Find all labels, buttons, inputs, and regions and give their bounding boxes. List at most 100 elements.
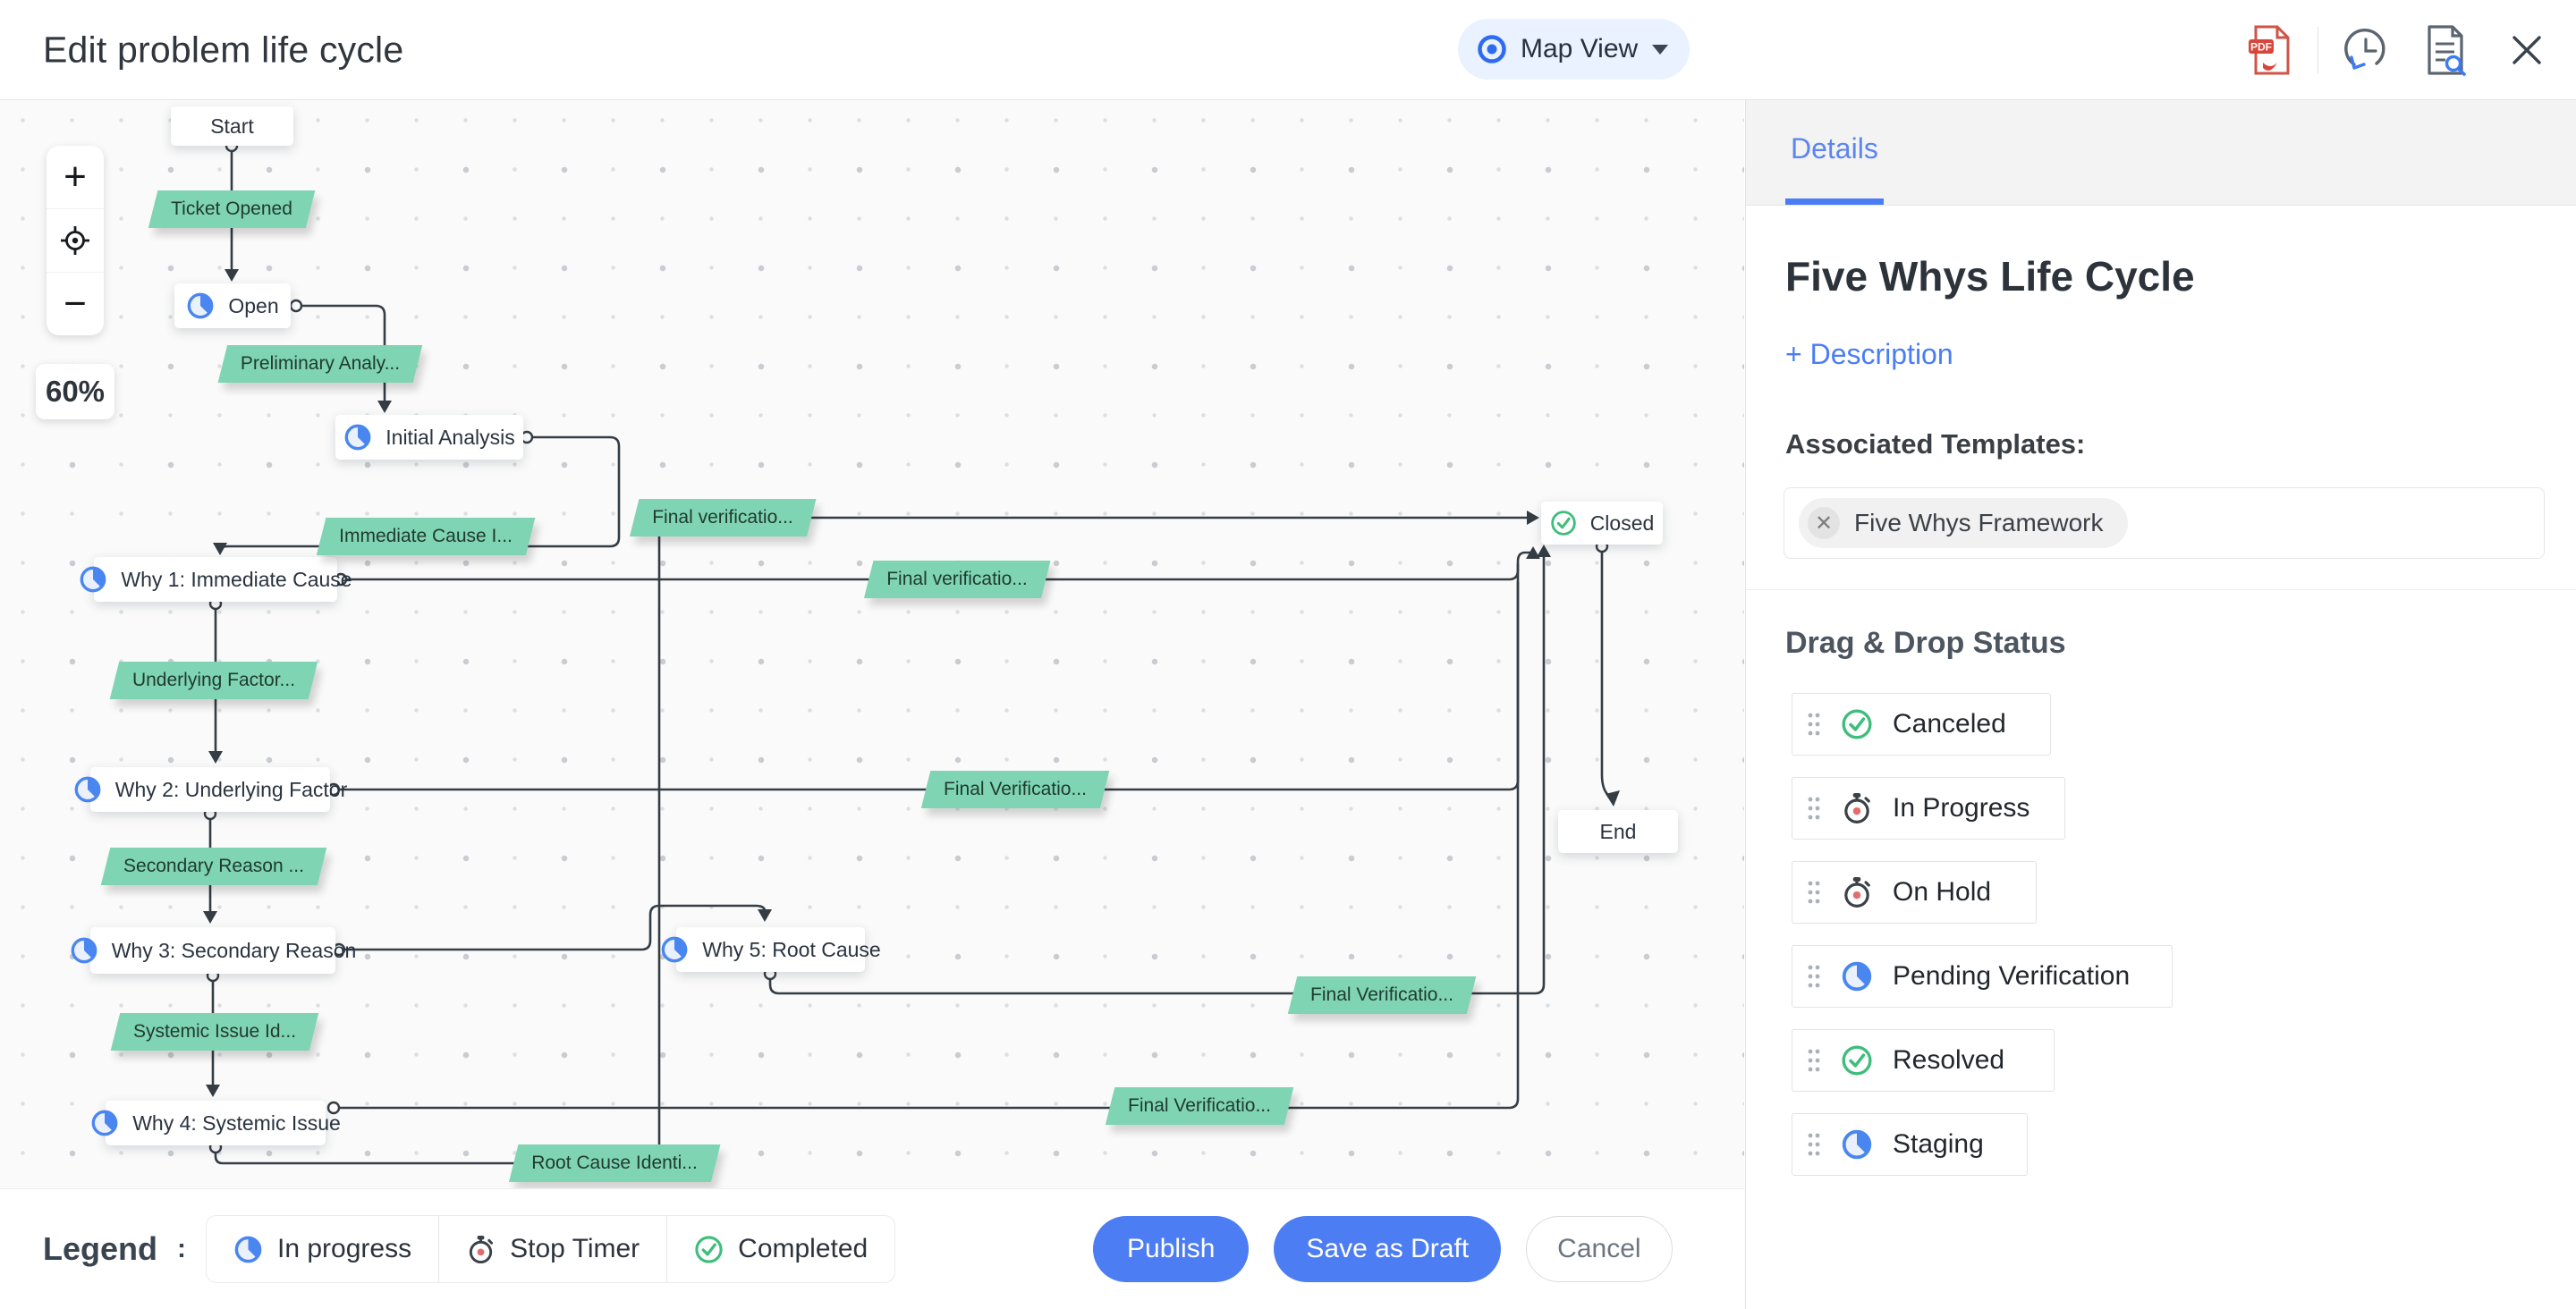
transition-secondary-reason[interactable]: Secondary Reason ... [100, 848, 327, 885]
drag-handle-icon[interactable] [1807, 963, 1821, 990]
cancel-button[interactable]: Cancel [1526, 1216, 1673, 1282]
publish-button[interactable]: Publish [1093, 1216, 1250, 1282]
drag-handle-icon[interactable] [1807, 1131, 1821, 1158]
node-why5[interactable]: Why 5: Root Cause [676, 927, 881, 972]
in-progress-pie-icon [79, 565, 107, 594]
drag-handle-icon[interactable] [1807, 795, 1821, 822]
template-chip-label: Five Whys Framework [1854, 509, 2104, 536]
stop-timer-icon [1841, 876, 1873, 908]
transition-preliminary-analysis[interactable]: Preliminary Analy... [217, 345, 423, 383]
header-actions: PDF [2230, 0, 2576, 99]
drag-handle-icon[interactable] [1807, 711, 1821, 738]
node-end[interactable]: End [1558, 810, 1678, 853]
drag-drop-status-title: Drag & Drop Status [1785, 626, 2066, 660]
legend-title: Legend [43, 1230, 158, 1267]
document-search-icon [2428, 24, 2466, 76]
zoom-level-badge: 60% [36, 364, 114, 419]
svg-text:PDF: PDF [2250, 40, 2272, 53]
status-label: Staging [1893, 1129, 1984, 1159]
transition-final-verification-4[interactable]: Final Verificatio... [1287, 976, 1477, 1014]
zoom-controls: + − [47, 146, 104, 335]
legend-item-completed: Completed [666, 1216, 894, 1282]
legend: In progress Stop Timer Completed [206, 1215, 896, 1283]
drag-handle-icon[interactable] [1807, 1047, 1821, 1074]
in-progress-pie-icon [1841, 1128, 1873, 1161]
status-item-pending-verification[interactable]: Pending Verification [1792, 945, 2173, 1008]
life-cycle-title: Five Whys Life Cycle [1785, 253, 2195, 300]
drag-handle-icon[interactable] [1807, 879, 1821, 906]
status-item-canceled[interactable]: Canceled [1792, 693, 2051, 756]
transition-underlying-factor[interactable]: Underlying Factor... [109, 662, 318, 699]
status-label: Pending Verification [1893, 961, 2131, 991]
legend-colon: : [177, 1234, 187, 1263]
zoom-in-button[interactable]: + [64, 155, 87, 198]
transition-systemic-issue[interactable]: Systemic Issue Id... [110, 1013, 319, 1051]
save-as-draft-button[interactable]: Save as Draft [1274, 1216, 1502, 1282]
fit-to-screen-button[interactable] [47, 208, 104, 272]
export-pdf-button[interactable]: PDF [2246, 23, 2294, 77]
node-why3[interactable]: Why 3: Secondary Reason [90, 927, 356, 974]
tab-details[interactable]: Details [1785, 99, 1884, 205]
status-list: Canceled In Progress On Hold Pending Ver… [1792, 693, 2576, 1176]
zoom-out-button[interactable]: − [47, 272, 104, 335]
node-initial-analysis[interactable]: Initial Analysis [335, 415, 523, 460]
node-why2[interactable]: Why 2: Underlying Factor [90, 767, 347, 812]
associated-templates-label: Associated Templates: [1785, 428, 2086, 460]
life-cycle-canvas[interactable]: Start Open Initial Analysis Why 1: Immed… [0, 99, 1744, 1189]
transition-final-verification-1[interactable]: Final verificatio... [629, 499, 817, 536]
audit-log-button[interactable] [2422, 23, 2470, 77]
node-label: Why 1: Immediate Cause [121, 567, 352, 591]
check-circle-icon [694, 1235, 724, 1264]
node-label: Why 5: Root Cause [702, 937, 881, 961]
node-start[interactable]: Start [171, 106, 293, 146]
history-button[interactable] [2342, 23, 2390, 77]
chevron-down-icon [1652, 44, 1669, 55]
status-label: On Hold [1893, 877, 1992, 907]
eye-icon [1476, 33, 1508, 65]
footer-bar: Legend : In progress Stop Timer Complete… [0, 1188, 1744, 1309]
legend-item-stop-timer: Stop Timer [438, 1216, 666, 1282]
status-item-on-hold[interactable]: On Hold [1792, 861, 2037, 924]
close-button[interactable] [2503, 23, 2551, 77]
in-progress-pie-icon [73, 775, 102, 804]
status-item-resolved[interactable]: Resolved [1792, 1029, 2055, 1092]
transition-root-cause[interactable]: Root Cause Identi... [508, 1144, 721, 1182]
stop-timer-icon [1841, 792, 1873, 824]
arrowheads [203, 269, 1620, 1097]
transition-final-verification-5[interactable]: Final Verificatio... [1105, 1087, 1294, 1125]
in-progress-pie-icon [660, 935, 689, 964]
transition-final-verification-2[interactable]: Final verificatio... [863, 561, 1051, 598]
template-chip: ✕ Five Whys Framework [1799, 498, 2129, 548]
add-description-link[interactable]: + Description [1785, 338, 1953, 370]
node-why4[interactable]: Why 4: Systemic Issue [106, 1101, 341, 1145]
in-progress-pie-icon [70, 936, 98, 965]
map-view-label: Map View [1521, 34, 1639, 63]
node-label: Why 2: Underlying Factor [114, 777, 348, 801]
status-label: Resolved [1893, 1045, 2005, 1075]
transition-immediate-cause[interactable]: Immediate Cause I... [316, 518, 536, 555]
transition-final-verification-3[interactable]: Final Verificatio... [920, 771, 1110, 808]
transition-ticket-opened[interactable]: Ticket Opened [148, 190, 316, 228]
node-why1[interactable]: Why 1: Immediate Cause [94, 557, 352, 602]
in-progress-pie-icon [343, 423, 372, 452]
node-open[interactable]: Open [174, 283, 291, 328]
check-circle-icon [1550, 510, 1577, 536]
status-label: In Progress [1893, 793, 2030, 823]
status-item-in-progress[interactable]: In Progress [1792, 777, 2065, 840]
map-view-toggle[interactable]: Map View [1458, 19, 1690, 80]
locate-icon [61, 226, 89, 255]
status-item-staging[interactable]: Staging [1792, 1113, 2028, 1176]
in-progress-pie-icon [186, 291, 215, 320]
details-panel: Details Five Whys Life Cycle + Descripti… [1745, 99, 2576, 1309]
pdf-icon: PDF [2249, 25, 2290, 74]
check-circle-icon [1841, 1044, 1873, 1077]
panel-tabstrip: Details [1746, 99, 2576, 206]
page-title: Edit problem life cycle [43, 29, 404, 70]
remove-template-icon[interactable]: ✕ [1808, 507, 1840, 539]
legend-item-in-progress: In progress [207, 1216, 438, 1282]
legend-item-label: In progress [277, 1234, 412, 1263]
node-closed[interactable]: Closed [1541, 502, 1663, 545]
stop-timer-icon [466, 1235, 496, 1264]
history-clock-icon [2344, 28, 2385, 70]
associated-templates-input[interactable]: ✕ Five Whys Framework [1784, 487, 2545, 559]
